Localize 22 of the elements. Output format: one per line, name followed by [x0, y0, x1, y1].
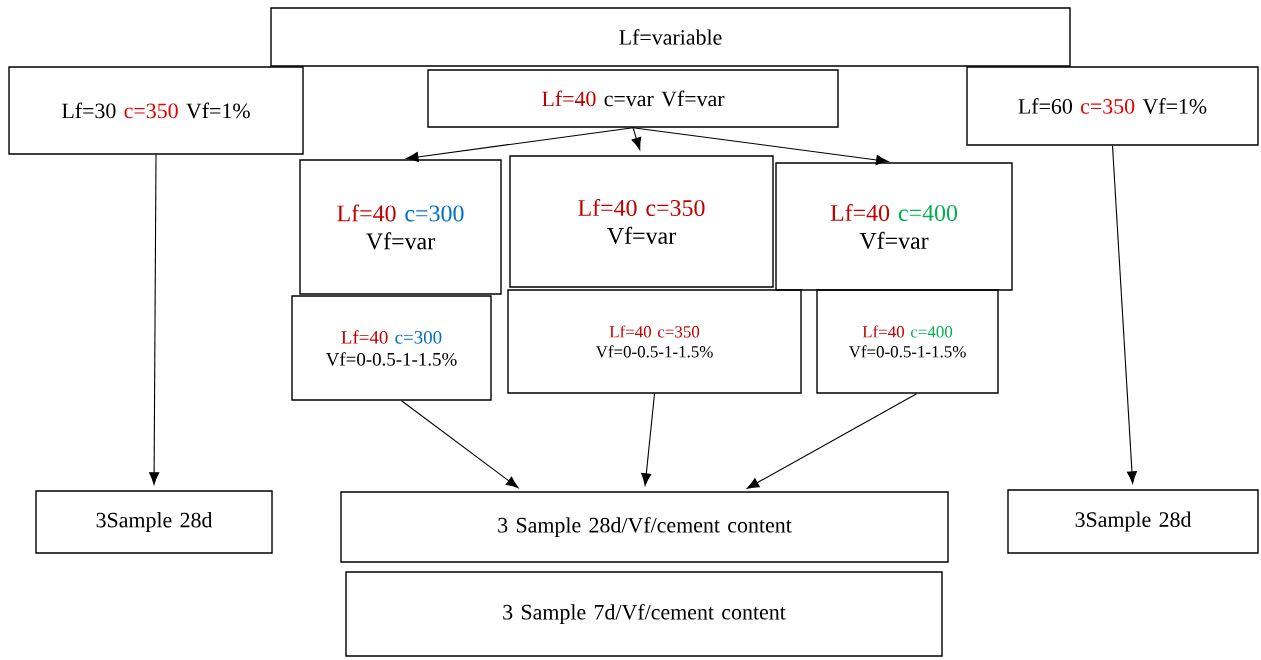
- arrow: [631, 127, 642, 150]
- arrow: [406, 127, 634, 162]
- text-box: Lf=40 c=350 Vf=var: [509, 155, 774, 288]
- text-box: Lf=40 c=300 Vf=var: [299, 159, 502, 295]
- text-box: Lf=40 c=400 Vf=var: [775, 162, 1013, 291]
- arrow: [632, 127, 889, 166]
- text-box: Lf=60 c=350 Vf=1%: [966, 66, 1259, 146]
- text-box: 3 Sample 7d/Vf/cement content: [345, 571, 943, 657]
- text-box: Lf=40 c=350 Vf=0-0.5-1-1.5%: [507, 289, 802, 394]
- arrow: [641, 393, 656, 486]
- arrow: [746, 393, 918, 489]
- arrow: [400, 400, 519, 489]
- text-box: 3Sample 28d: [35, 490, 273, 554]
- arrow: [1111, 145, 1138, 484]
- text-box: Lf=40 c=400 Vf=0-0.5-1-1.5%: [816, 289, 999, 394]
- text-box: 3Sample 28d: [1007, 489, 1259, 554]
- text-box: Lf=30 c=350 Vf=1%: [8, 66, 304, 155]
- text-box: Lf=40 c=var Vf=var: [427, 69, 839, 128]
- text-box: Lf=40 c=300 Vf=0-0.5-1-1.5%: [291, 295, 492, 401]
- text-box: 3 Sample 28d/Vf/cement content: [340, 491, 949, 563]
- arrow: [149, 154, 160, 485]
- text-box: Lf=variable: [270, 7, 1071, 67]
